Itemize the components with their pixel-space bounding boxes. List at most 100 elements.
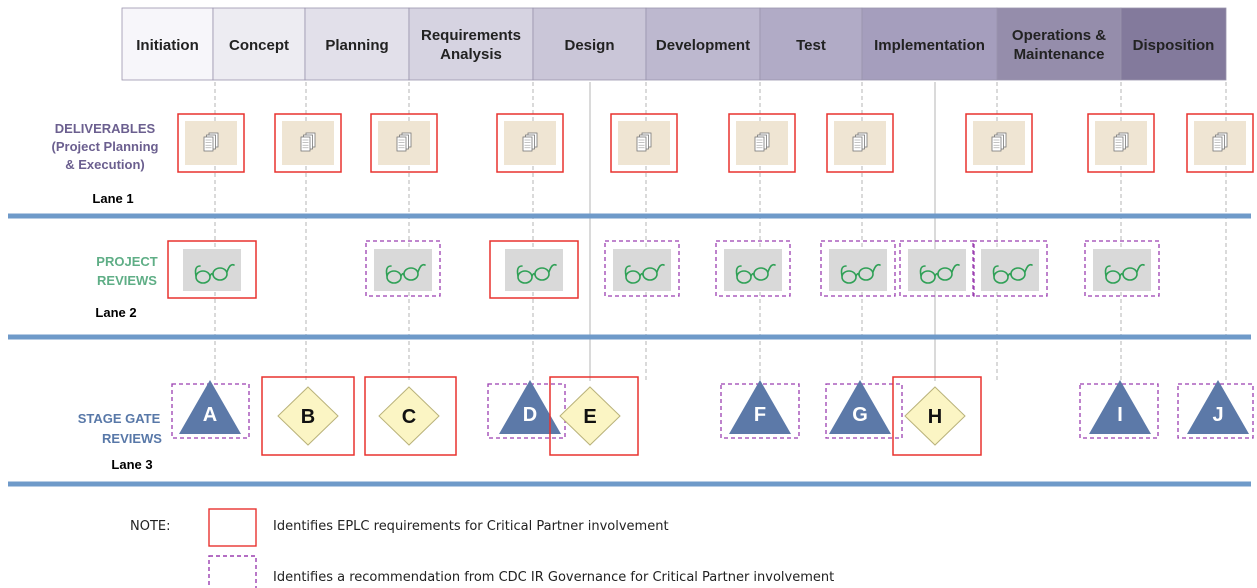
glasses-icon bbox=[735, 263, 776, 284]
deliverable-10 bbox=[1186, 113, 1254, 173]
lane-2-title: PROJECT REVIEWS Lane 2 bbox=[95, 254, 157, 320]
phase-2: Concept bbox=[212, 7, 306, 81]
review-box bbox=[715, 240, 791, 297]
gate-box bbox=[261, 376, 355, 456]
document-stack-icon bbox=[636, 132, 652, 152]
phase-8-label-1: Implementation bbox=[874, 37, 985, 54]
stage-gate-i: I bbox=[1079, 380, 1159, 439]
phase-1-cell bbox=[121, 7, 214, 81]
legend-required-swatch bbox=[208, 508, 257, 547]
triangle-gate-icon bbox=[179, 380, 241, 434]
gate-letter: D bbox=[523, 404, 537, 426]
glasses-icon bbox=[385, 263, 426, 284]
deliverable-box bbox=[177, 113, 245, 173]
phase-10: Disposition bbox=[1120, 7, 1227, 81]
gate-box bbox=[549, 376, 639, 456]
phase-5: Design bbox=[532, 7, 647, 81]
glasses-icon bbox=[1104, 263, 1145, 284]
triangle-gate-icon bbox=[829, 380, 891, 434]
deliverable-6 bbox=[728, 113, 796, 173]
deliverable-box bbox=[965, 113, 1033, 173]
lane-1-heading-line-1: DELIVERABLES bbox=[55, 121, 156, 136]
phase-10-label-1: Disposition bbox=[1133, 37, 1215, 54]
review-box bbox=[365, 240, 441, 297]
document-stack-icon bbox=[522, 132, 538, 152]
stage-gate-d: D bbox=[487, 380, 566, 439]
phase-8: Implementation bbox=[861, 7, 998, 81]
phase-10-cell bbox=[1120, 7, 1227, 81]
phase-9: Operations & Maintenance bbox=[996, 7, 1122, 81]
deliverable-box bbox=[826, 113, 894, 173]
review-box bbox=[1084, 240, 1160, 297]
phase-7: Test bbox=[759, 7, 863, 81]
diamond-gate-icon bbox=[378, 386, 440, 446]
gate-box bbox=[487, 383, 566, 439]
deliverable-box bbox=[1186, 113, 1254, 173]
document-stack-icon bbox=[754, 132, 770, 152]
document-stack-icon bbox=[396, 132, 412, 152]
phase-9-cell bbox=[996, 7, 1122, 81]
diamond-gate-icon bbox=[904, 386, 966, 446]
lane-1-title: DELIVERABLES (Project Planning & Executi… bbox=[52, 121, 159, 206]
phase-4-label-2: Analysis bbox=[440, 46, 502, 63]
deliverable-box bbox=[370, 113, 438, 173]
stage-gate-e: E bbox=[549, 376, 639, 456]
glasses-icon bbox=[840, 263, 881, 284]
stage-gate-g: G bbox=[825, 380, 903, 439]
document-stack-icon bbox=[203, 132, 219, 152]
phase-9-label-2: Maintenance bbox=[1014, 46, 1105, 63]
legend-recommended-text: Identifies a recommendation from CDC IR … bbox=[273, 570, 834, 585]
deliverable-2 bbox=[274, 113, 342, 173]
phase-2-cell bbox=[212, 7, 306, 81]
project-reviews-lane bbox=[167, 240, 1160, 299]
project-review-2 bbox=[365, 240, 441, 297]
phase-9-label-1: Operations & bbox=[1012, 27, 1106, 44]
gate-letter: J bbox=[1212, 404, 1223, 426]
review-box bbox=[489, 240, 579, 299]
review-tile bbox=[613, 249, 671, 291]
legend: NOTE: Identifies EPLC requirements for C… bbox=[130, 508, 834, 588]
review-tile bbox=[908, 249, 966, 291]
deliverable-9 bbox=[1087, 113, 1155, 173]
deliverable-3 bbox=[370, 113, 438, 173]
phase-6: Development bbox=[645, 7, 761, 81]
triangle-gate-icon bbox=[1089, 380, 1151, 434]
gate-letter: A bbox=[203, 404, 217, 426]
review-tile bbox=[1093, 249, 1151, 291]
lane-3-heading-line-1: STAGE GATE bbox=[78, 411, 161, 426]
phase-3-cell bbox=[304, 7, 410, 81]
document-stack-icon bbox=[991, 132, 1007, 152]
document-stack-icon bbox=[1113, 132, 1129, 152]
deliverable-7 bbox=[826, 113, 894, 173]
review-box bbox=[167, 240, 257, 299]
deliverable-box bbox=[728, 113, 796, 173]
deliverable-box bbox=[274, 113, 342, 173]
phase-6-cell bbox=[645, 7, 761, 81]
gate-box bbox=[1177, 383, 1254, 439]
stage-gate-b: B bbox=[261, 376, 355, 456]
legend-recommended-swatch bbox=[208, 555, 257, 588]
review-box bbox=[604, 240, 680, 297]
project-review-4 bbox=[604, 240, 680, 297]
glasses-icon bbox=[919, 263, 960, 284]
lane-3-heading-line-2: REVIEWS bbox=[102, 431, 162, 446]
review-box bbox=[899, 240, 975, 297]
review-tile bbox=[505, 249, 563, 291]
deliverable-8 bbox=[965, 113, 1033, 173]
gate-letter: B bbox=[301, 406, 315, 428]
gate-letter: C bbox=[402, 406, 416, 428]
phase-6-label-1: Development bbox=[656, 37, 750, 54]
project-review-8 bbox=[972, 240, 1048, 297]
review-tile bbox=[829, 249, 887, 291]
diamond-gate-icon bbox=[277, 386, 339, 446]
triangle-gate-icon bbox=[729, 380, 791, 434]
legend-required-text: Identifies EPLC requirements for Critica… bbox=[273, 519, 669, 534]
review-tile bbox=[374, 249, 432, 291]
gate-letter: I bbox=[1117, 404, 1123, 426]
gate-letter: F bbox=[754, 404, 766, 426]
stage-gate-h: H bbox=[892, 376, 982, 456]
gate-letter: G bbox=[852, 404, 868, 426]
deliverable-4 bbox=[496, 113, 564, 173]
